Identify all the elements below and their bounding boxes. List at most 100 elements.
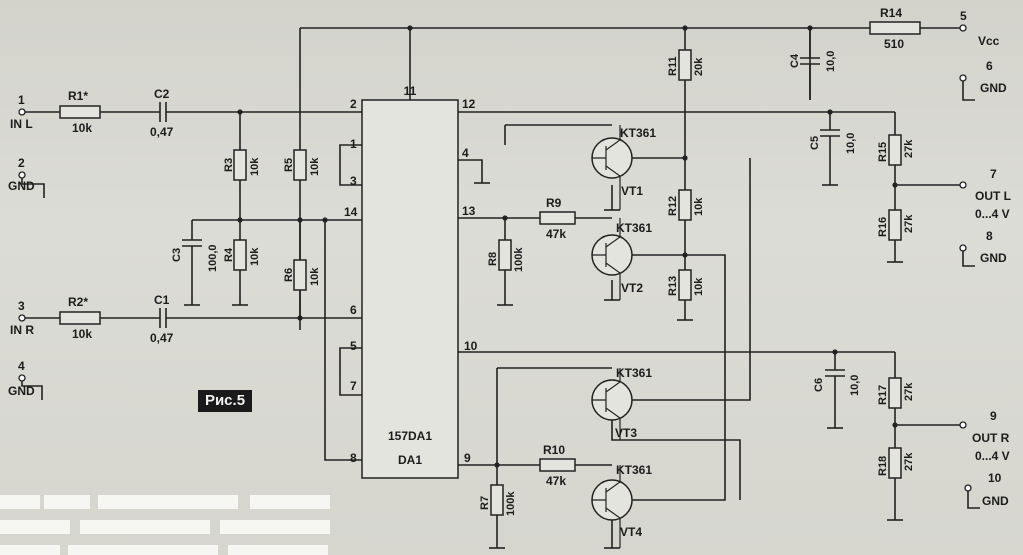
transistors: KT361 VT1 KT361 VT2 KT361 VT3 KT361 VT4 bbox=[591, 125, 656, 548]
resistor-value: 100k bbox=[513, 247, 525, 272]
transistor-type: KT361 bbox=[620, 126, 656, 140]
resistor-ref: R3 bbox=[223, 158, 235, 172]
capacitor-value: 0,47 bbox=[150, 125, 174, 139]
ic-pin: 2 bbox=[350, 97, 357, 111]
resistor-value: 10k bbox=[72, 121, 92, 135]
ic-pin: 12 bbox=[462, 97, 476, 111]
resistor-ref: R17 bbox=[877, 385, 889, 405]
connector-label: IN R bbox=[10, 323, 34, 337]
ic-pin: 7 bbox=[350, 379, 357, 393]
resistor-value: 10k bbox=[72, 327, 92, 341]
connector-label: GND bbox=[980, 251, 1007, 265]
paper-strip bbox=[228, 545, 328, 555]
connector-label: GND bbox=[980, 81, 1007, 95]
capacitor-ref: C6 bbox=[813, 378, 825, 392]
resistor-ref: R5 bbox=[283, 158, 295, 172]
connector-num: 3 bbox=[18, 299, 25, 313]
resistor-value: 10k bbox=[693, 197, 705, 216]
resistor-ref: R6 bbox=[283, 268, 295, 282]
resistor-value: 47k bbox=[546, 474, 566, 488]
resistors: R1* 10k R2* 10k R3 10k R4 10k R5 10k R6 … bbox=[59, 6, 921, 516]
capacitor-value: 10,0 bbox=[825, 51, 837, 72]
capacitor-ref: C4 bbox=[789, 53, 801, 68]
figure-label: Рис.5 bbox=[198, 390, 252, 412]
resistor-value: 27k bbox=[903, 452, 915, 471]
connector-label: GND bbox=[8, 179, 35, 193]
paper-strip bbox=[44, 495, 90, 509]
connector-num: 8 bbox=[986, 229, 993, 243]
resistor-value: 20k bbox=[693, 57, 705, 76]
ic-pin: 14 bbox=[344, 205, 358, 219]
ic-pin: 10 bbox=[464, 339, 478, 353]
capacitor-value: 100,0 bbox=[207, 244, 219, 272]
connector-num: 5 bbox=[960, 9, 967, 23]
capacitors: C1 0,47 C2 0,47 C3 100,0 C4 10,0 C5 10,0… bbox=[150, 28, 861, 396]
capacitor-ref: C3 bbox=[171, 248, 183, 262]
capacitor-value: 10,0 bbox=[849, 375, 861, 396]
ic-ref: DA1 bbox=[398, 453, 422, 467]
ground-symbols bbox=[184, 182, 903, 549]
paper-strip bbox=[250, 495, 330, 509]
connector-num: 7 bbox=[990, 167, 997, 181]
resistor-ref: R7 bbox=[479, 496, 491, 510]
ic-pin: 9 bbox=[464, 451, 471, 465]
connector-label: Vcc bbox=[978, 34, 1000, 48]
capacitor-value: 0,47 bbox=[150, 331, 174, 345]
resistor-ref: R11 bbox=[667, 56, 679, 76]
resistor-value: 10k bbox=[693, 277, 705, 296]
connector-num: 2 bbox=[18, 156, 25, 170]
paper-strip bbox=[80, 520, 210, 534]
resistor-ref: R12 bbox=[667, 196, 679, 216]
capacitor-ref: C1 bbox=[154, 293, 170, 307]
resistor-ref: R8 bbox=[487, 252, 499, 266]
junctions bbox=[237, 25, 898, 468]
transistor-ref: VT3 bbox=[615, 426, 637, 440]
connector-num: 1 bbox=[18, 93, 25, 107]
resistor-ref: R1* bbox=[68, 89, 88, 103]
ic-pin: 1 bbox=[350, 137, 357, 151]
connector-num: 4 bbox=[18, 359, 25, 373]
ic-pin: 8 bbox=[350, 451, 357, 465]
resistor-value: 10k bbox=[249, 247, 261, 266]
resistor-ref: R2* bbox=[68, 295, 88, 309]
connector-num: 9 bbox=[990, 409, 997, 423]
resistor-ref: R10 bbox=[543, 443, 565, 457]
paper-strip bbox=[0, 495, 40, 509]
transistor-ref: VT2 bbox=[621, 281, 643, 295]
resistor-ref: R16 bbox=[877, 217, 889, 237]
paper-strip bbox=[220, 520, 330, 534]
resistor-value: 47k bbox=[546, 227, 566, 241]
connector-num: 10 bbox=[988, 471, 1002, 485]
resistor-value: 27k bbox=[903, 214, 915, 233]
resistor-value: 100k bbox=[505, 491, 517, 516]
resistor-value: 10k bbox=[249, 157, 261, 176]
connector-num: 6 bbox=[986, 59, 993, 73]
connector-label: IN L bbox=[10, 117, 33, 131]
ic-pin: 4 bbox=[462, 146, 469, 160]
resistor-value: 510 bbox=[884, 37, 904, 51]
ic-pin: 5 bbox=[350, 339, 357, 353]
resistor-ref: R13 bbox=[667, 276, 679, 296]
capacitor-ref: C5 bbox=[809, 136, 821, 150]
transistor-type: KT361 bbox=[616, 366, 652, 380]
transistor-type: KT361 bbox=[616, 463, 652, 477]
capacitor-value: 10,0 bbox=[845, 133, 857, 154]
paper-strip bbox=[0, 545, 60, 555]
resistor-ref: R18 bbox=[877, 456, 889, 476]
connector-label: OUT R bbox=[972, 431, 1010, 445]
connector-label: GND bbox=[8, 384, 35, 398]
ic-157da1: 11 2 12 1 3 4 14 13 6 10 5 7 8 9 157DA1 … bbox=[344, 84, 478, 479]
transistor-ref: VT1 bbox=[621, 184, 643, 198]
ic-name: 157DA1 bbox=[388, 429, 432, 443]
connector-label: GND bbox=[982, 494, 1009, 508]
resistor-ref: R14 bbox=[880, 6, 902, 20]
paper-strip bbox=[68, 545, 218, 555]
resistor-value: 27k bbox=[903, 139, 915, 158]
ic-pin: 13 bbox=[462, 204, 476, 218]
connector-label: OUT L bbox=[975, 189, 1011, 203]
connector-sub: 0...4 V bbox=[975, 207, 1010, 221]
paper-strip bbox=[98, 495, 238, 509]
transistor-type: KT361 bbox=[616, 221, 652, 235]
